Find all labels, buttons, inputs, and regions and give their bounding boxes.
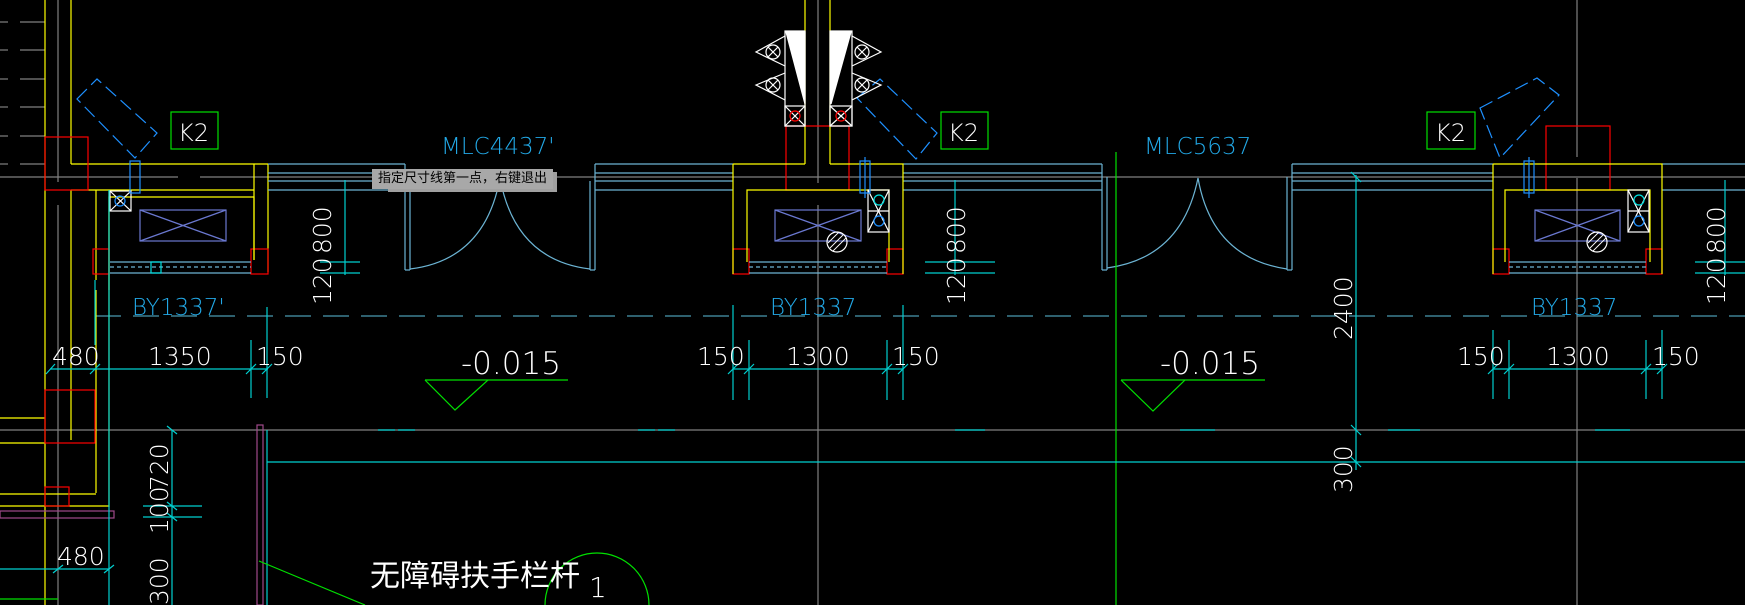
dim-vert-left-120: 120 xyxy=(308,257,337,305)
dim-vert-lower-100: 100 xyxy=(145,486,174,534)
ac-tag-left: K2 xyxy=(178,119,209,147)
handrail xyxy=(0,424,264,605)
dim-left-lower-480: 480 xyxy=(57,542,105,571)
dim-vert-lower-300: 300 xyxy=(145,557,174,605)
dim-vert-mid-800: 800 xyxy=(942,206,971,254)
window-frames xyxy=(268,163,1745,270)
dim-left-150: 150 xyxy=(256,342,304,371)
dim-right-150b: 150 xyxy=(1652,342,1700,371)
detail-callout-number: 1 xyxy=(589,571,607,604)
dim-vert-right-800: 800 xyxy=(1702,206,1731,254)
window-tag-left: BY1337' xyxy=(132,295,225,321)
dimension-ticks xyxy=(45,171,1668,574)
dim-right-1300: 1300 xyxy=(1546,342,1610,371)
dim-mid-1300: 1300 xyxy=(786,342,850,371)
dimension-lines xyxy=(0,175,1745,605)
dim-vert-left-800: 800 xyxy=(308,206,337,254)
dim-vert-right-120: 120 xyxy=(1702,257,1731,305)
left-stair-lines xyxy=(0,21,45,165)
dim-mid-150a: 150 xyxy=(697,342,745,371)
dim-left-1350: 1350 xyxy=(148,342,212,371)
dim-left-480: 480 xyxy=(52,342,100,371)
ac-tag-right: K2 xyxy=(1435,119,1466,147)
k2-tag-boxes xyxy=(170,111,1476,150)
dim-mid-150b: 150 xyxy=(892,342,940,371)
window-tag-right: BY1337 xyxy=(1531,295,1617,321)
ac-unit-right xyxy=(1479,77,1663,274)
dim-vert-300: 300 xyxy=(1329,445,1358,493)
dim-right-150a: 150 xyxy=(1457,342,1505,371)
ac-unit-middle xyxy=(732,0,938,274)
ac-tag-middle: K2 xyxy=(948,119,979,147)
command-prompt-tooltip: 指定尺寸线第一点，右键退出 xyxy=(372,169,554,189)
elevation-left: -0.015 xyxy=(461,346,561,382)
dim-vert-2400: 2400 xyxy=(1329,276,1358,340)
door-tag-left: MLC4437' xyxy=(441,134,555,160)
dim-vert-lower-720: 720 xyxy=(145,443,174,491)
handrail-note: 无障碍扶手栏杆 xyxy=(370,559,580,594)
door-tag-right: MLC5637 xyxy=(1144,134,1251,160)
elevation-right: -0.015 xyxy=(1160,346,1260,382)
elevation-markers xyxy=(258,379,1265,605)
dim-vert-mid-120: 120 xyxy=(942,257,971,305)
ac-unit-left xyxy=(76,78,255,290)
window-tag-middle: BY1337 xyxy=(770,295,856,321)
